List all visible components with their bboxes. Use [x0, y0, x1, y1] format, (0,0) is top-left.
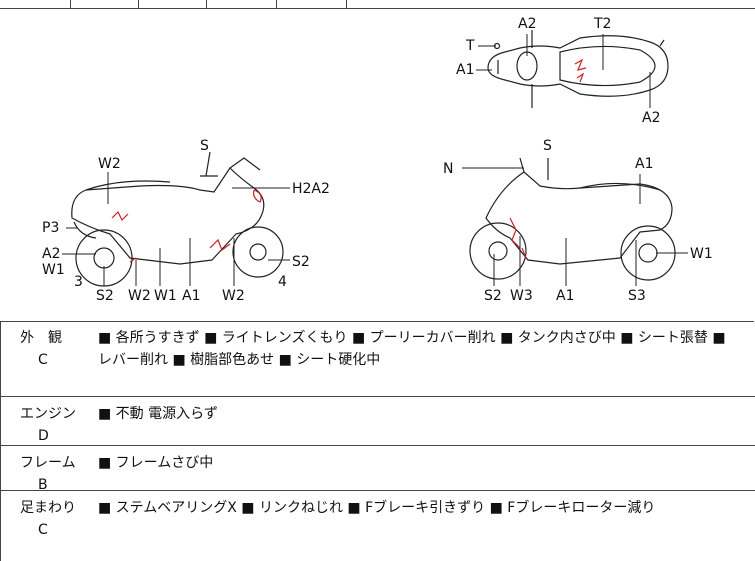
label-right-bottom-s2: S2 — [484, 288, 502, 304]
section-engine-category: エンジン D — [20, 403, 90, 447]
label-top-a2: A2 — [518, 16, 536, 32]
label-left-h2a2: H2A2 — [292, 181, 330, 197]
damage-diagram: A2 T2 T A1 A2 S W2 H2A2 P3 A2 W1 3 S2 4 … — [0, 8, 754, 322]
label-left-w2: W2 — [98, 156, 121, 172]
label-left-bottom-w2: W2 — [128, 288, 151, 304]
leader-lines — [62, 34, 688, 286]
section-exterior-grade: C — [38, 352, 48, 368]
left-view-marks — [111, 189, 262, 263]
section-frame-name: フレーム — [20, 455, 76, 471]
label-left-bottom-a1: A1 — [182, 288, 200, 304]
label-top-t2: T2 — [593, 16, 611, 32]
right-view-marks — [509, 217, 527, 259]
section-engine: エンジン D ■ 不動 電源入らず — [0, 397, 755, 446]
label-top-a1: A1 — [456, 62, 474, 78]
section-frame-category: フレーム B — [20, 452, 90, 496]
label-right-s: S — [543, 138, 552, 154]
label-right-bottom-w3: W3 — [510, 288, 533, 304]
label-left-s: S — [200, 138, 209, 154]
label-left-s2: S2 — [292, 254, 310, 270]
label-right-w1: W1 — [690, 246, 713, 262]
section-engine-detail: ■ 不動 電源入らず — [98, 406, 218, 422]
label-left-4: 4 — [278, 274, 287, 290]
section-exterior-category: 外 観 C — [20, 327, 90, 371]
section-exterior: 外 観 C ■ 各所うすきず ■ ライトレンズくもり ■ プーリーカバー削れ ■… — [0, 321, 755, 397]
label-top-a2b: A2 — [642, 110, 660, 126]
label-left-bottom-w2b: W2 — [222, 288, 245, 304]
scooter-diagram-svg: A2 T2 T A1 A2 S W2 H2A2 P3 A2 W1 3 S2 4 … — [42, 16, 713, 304]
label-right-n: N — [443, 161, 453, 177]
section-suspension-category: 足まわり C — [20, 497, 90, 541]
section-suspension-detail: ■ ステムベアリングX ■ リンクねじれ ■ Fブレーキ引きずり ■ Fブレーキ… — [98, 500, 656, 516]
section-suspension-name: 足まわり — [20, 500, 76, 516]
section-exterior-detail: ■ 各所うすきず ■ ライトレンズくもり ■ プーリーカバー削れ ■ タンク内さ… — [98, 330, 726, 368]
label-left-3: 3 — [74, 274, 83, 290]
label-top-t: T — [465, 38, 475, 54]
right-view — [469, 157, 676, 281]
label-left-bottom-s2: S2 — [96, 288, 114, 304]
section-suspension: 足まわり C ■ ステムベアリングX ■ リンクねじれ ■ Fブレーキ引きずり … — [0, 491, 755, 561]
label-right-a1: A1 — [635, 156, 653, 172]
label-left-bottom-w1: W1 — [154, 288, 177, 304]
label-right-bottom-a1: A1 — [556, 288, 574, 304]
section-engine-name: エンジン — [20, 406, 76, 422]
label-left-p3: P3 — [42, 220, 59, 236]
section-suspension-grade: C — [38, 522, 48, 538]
section-frame-detail: ■ フレームさび中 — [98, 455, 214, 471]
top-view-marks — [574, 58, 587, 83]
label-left-w1: W1 — [42, 262, 65, 278]
section-exterior-name: 外 観 — [20, 330, 62, 346]
label-right-bottom-s3: S3 — [628, 288, 646, 304]
label-left-a2: A2 — [42, 246, 60, 262]
left-border — [0, 321, 1, 561]
top-table-strip — [0, 0, 755, 9]
top-view — [487, 30, 669, 108]
left-view — [71, 151, 284, 287]
section-frame: フレーム B ■ フレームさび中 — [0, 446, 755, 493]
section-frame-grade: B — [38, 477, 48, 493]
section-engine-grade: D — [38, 428, 49, 444]
